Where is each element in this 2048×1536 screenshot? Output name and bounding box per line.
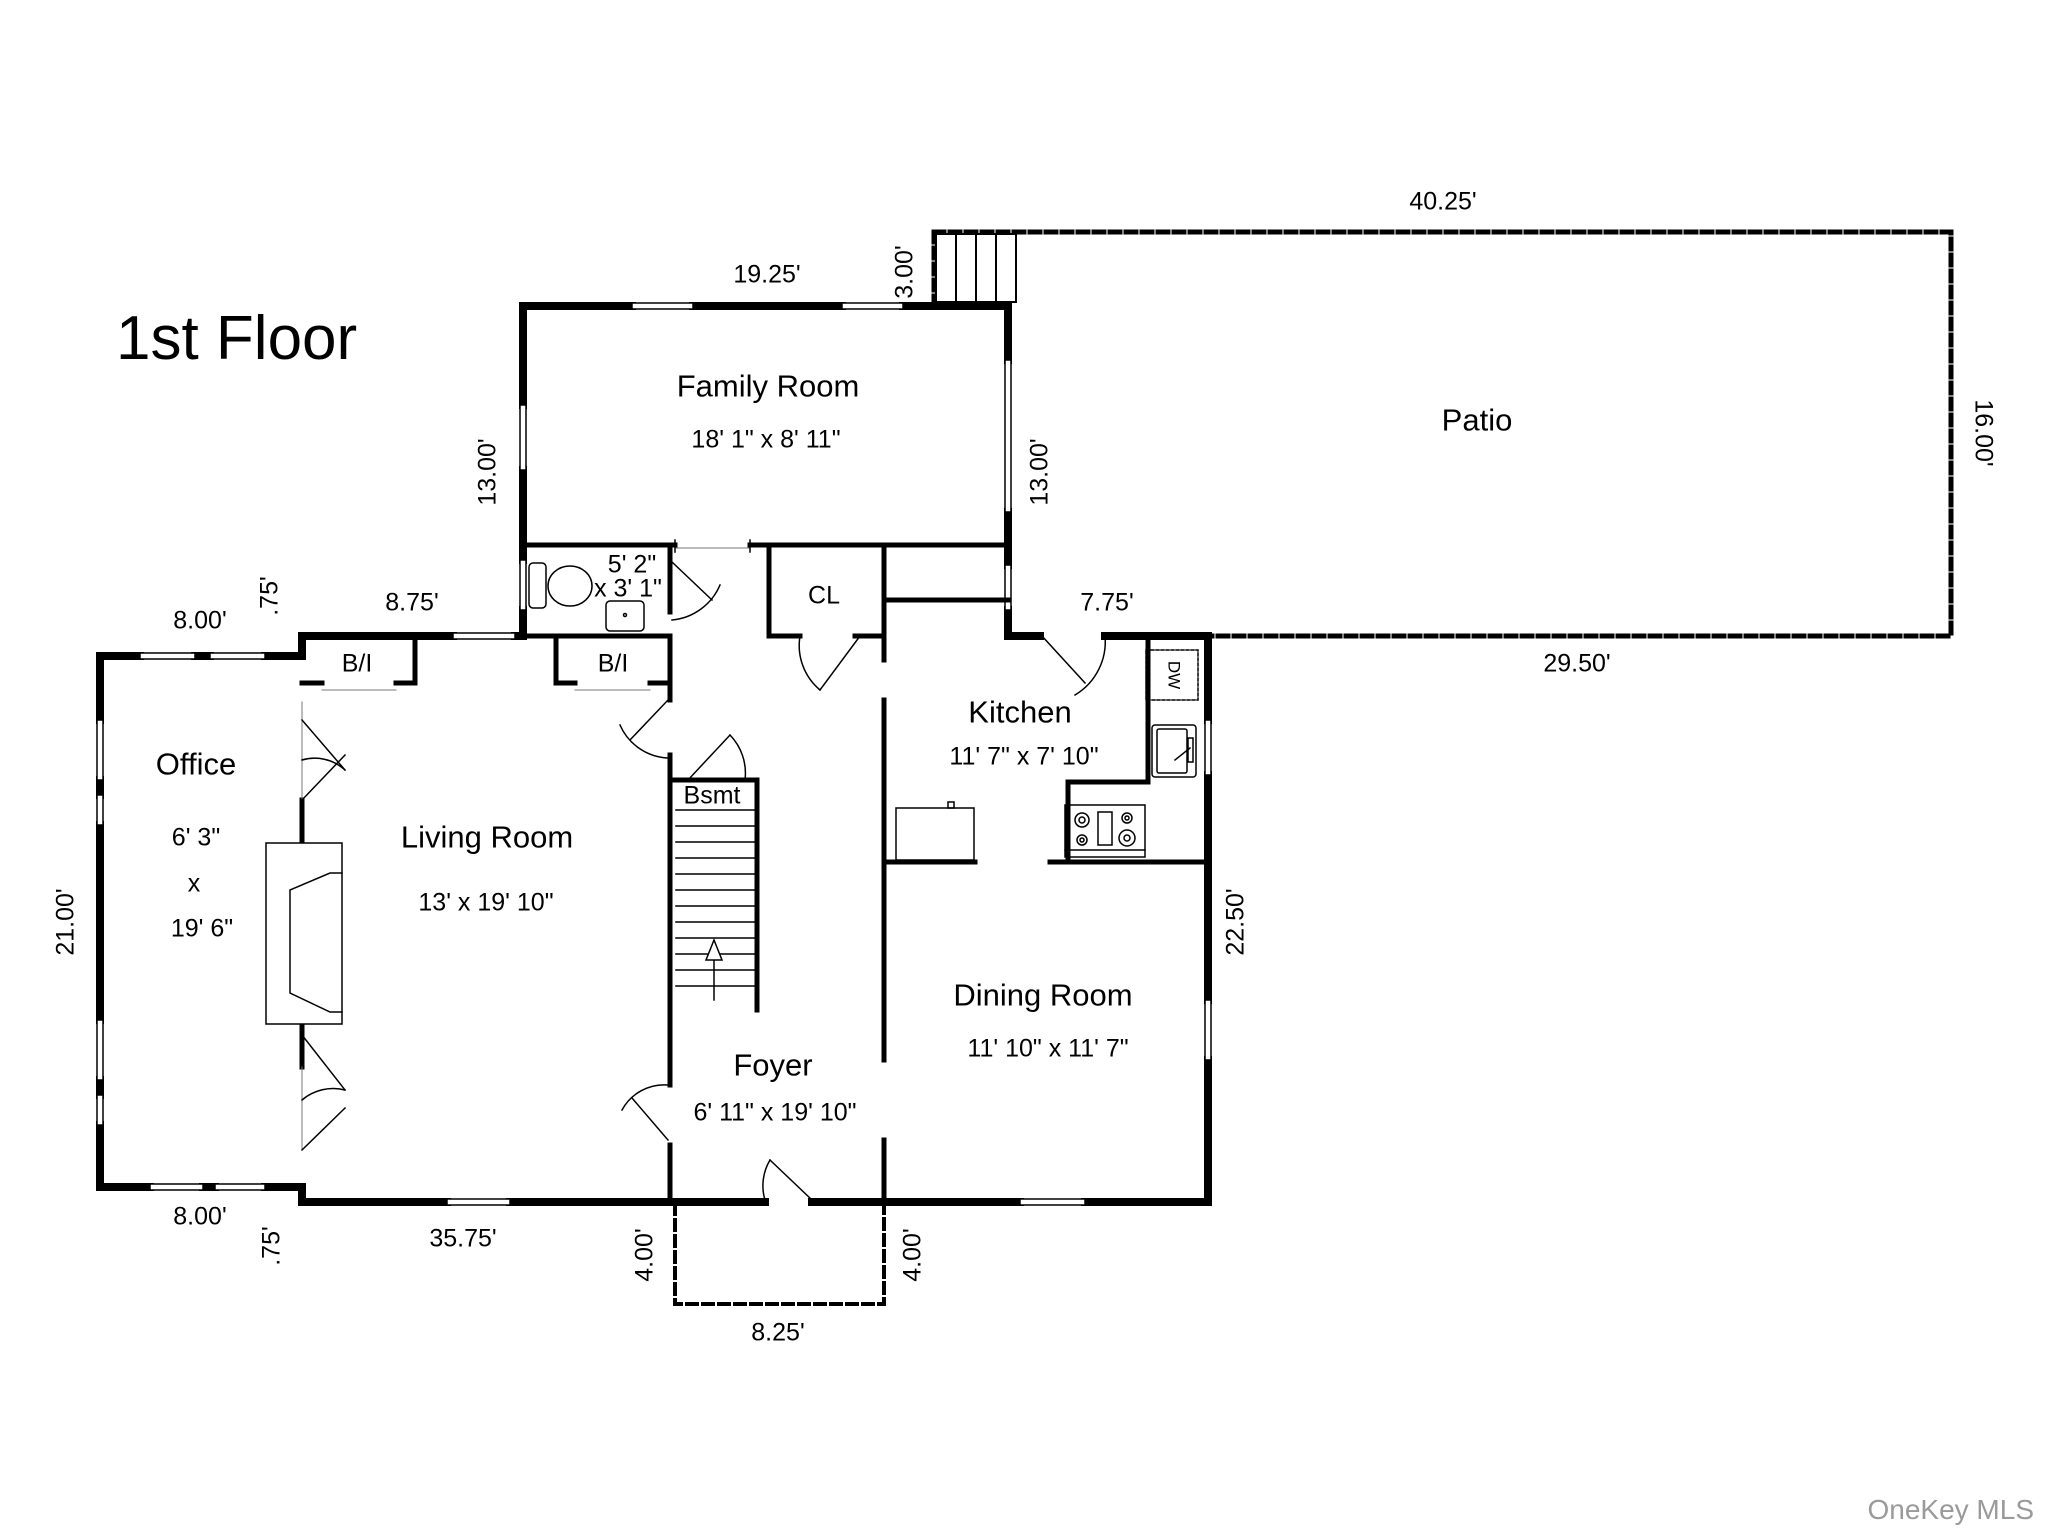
- doors: [300, 539, 1107, 1202]
- family-room-size: 18' 1" x 8' 11": [691, 425, 841, 454]
- dim-porch-left: 4.00': [630, 1228, 659, 1282]
- dining-room-size: 11' 10" x 11' 7": [967, 1034, 1129, 1063]
- floor-title: 1st Floor: [116, 304, 358, 373]
- dim-kitchen-top: 7.75': [1080, 588, 1134, 617]
- dim-porch-right: 4.00': [898, 1228, 927, 1282]
- family-room-label: Family Room: [676, 368, 860, 404]
- dim-family-top: 19.25': [733, 260, 801, 289]
- dim-office-bottom: 8.00': [173, 1202, 227, 1231]
- closet-label: CL: [808, 581, 840, 610]
- dim-patio-top: 40.25': [1409, 187, 1477, 216]
- dim-right-side: 22.50': [1221, 888, 1250, 956]
- windows: [96, 302, 1212, 1206]
- dim-office-left: 21.00': [51, 888, 80, 956]
- dim-patio-right: 16.00': [1969, 399, 1998, 467]
- basement-stairs: [675, 809, 757, 1001]
- office-size-line3: 19' 6": [170, 914, 234, 943]
- exterior-walls: [96, 302, 1212, 1206]
- office-size-line2: x: [187, 869, 201, 898]
- patio-outline: [931, 229, 1954, 639]
- living-room-size: 13' x 19' 10": [418, 888, 554, 917]
- dining-room-label: Dining Room: [953, 977, 1133, 1013]
- dim-office-top: 8.00': [173, 606, 227, 635]
- bath-size-line1: 5' 2": [607, 550, 657, 579]
- foyer-size: 6' 11" x 19' 10": [693, 1098, 857, 1127]
- office-label: Office: [155, 746, 237, 782]
- bath-size-line2: x 3' 1": [594, 574, 662, 603]
- patio-label: Patio: [1441, 402, 1513, 438]
- dim-office-bottom-jog: .75': [257, 1226, 286, 1266]
- basement-stairs-label: Bsmt: [683, 781, 741, 810]
- built-in-left-label: B/I: [341, 649, 373, 678]
- kitchen-fixtures: [895, 649, 1199, 861]
- dim-patio-bottom: 29.50': [1543, 649, 1611, 678]
- dim-front-bottom: 35.75': [429, 1224, 497, 1253]
- dim-office-top-jog: .75': [255, 576, 284, 616]
- dim-porch-bottom: 8.25': [751, 1318, 805, 1347]
- patio-steps: [935, 233, 1017, 303]
- interior-walls: [299, 542, 1211, 1205]
- foyer-label: Foyer: [733, 1047, 813, 1083]
- front-porch-outline: [673, 1202, 886, 1306]
- dim-family-left: 13.00': [473, 438, 502, 506]
- watermark: OneKey MLS: [1867, 1494, 2034, 1525]
- dishwasher-label: DW: [1164, 660, 1184, 690]
- living-room-label: Living Room: [400, 819, 574, 855]
- dim-living-top: 8.75': [385, 588, 439, 617]
- kitchen-size: 11' 7" x 7' 10": [949, 742, 1099, 771]
- dim-stair-side: 3.00': [890, 245, 919, 299]
- office-size-line1: 6' 3": [171, 823, 221, 852]
- dim-family-right: 13.00': [1025, 438, 1054, 506]
- fireplace: [265, 842, 343, 1025]
- kitchen-label: Kitchen: [968, 694, 1072, 730]
- bathroom-fixtures: [528, 562, 645, 632]
- built-in-right-label: B/I: [597, 649, 629, 678]
